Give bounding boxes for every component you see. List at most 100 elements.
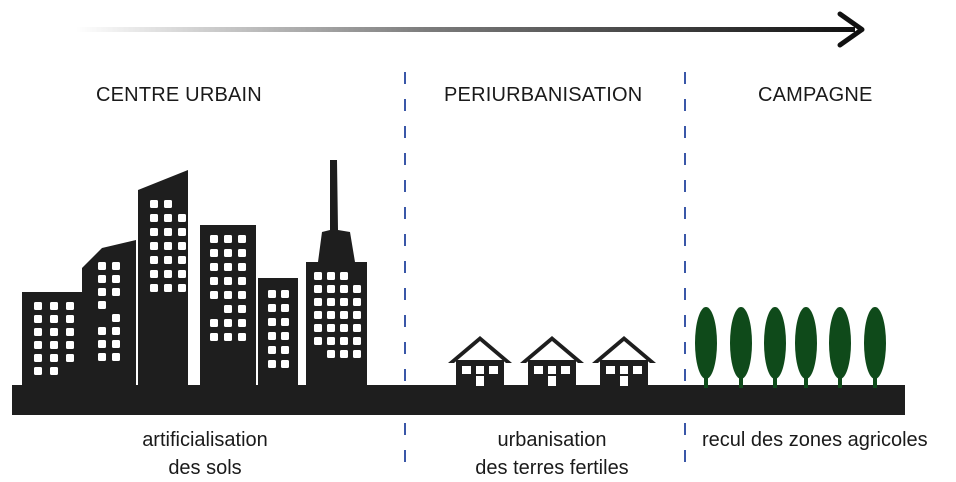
window [268,346,276,354]
window [268,290,276,298]
window [150,242,158,250]
window [314,285,322,293]
window [34,367,42,375]
window [98,353,106,361]
window [98,288,106,296]
window [281,304,289,312]
window [150,200,158,208]
window [178,228,186,236]
window [112,314,120,322]
window [353,324,361,332]
window [281,360,289,368]
tree-icon [795,307,817,388]
window [50,315,58,323]
window [281,318,289,326]
window [34,302,42,310]
window [327,272,335,280]
window [340,311,348,319]
window [66,302,74,310]
window [224,249,232,257]
window [224,235,232,243]
window [268,332,276,340]
window [210,333,218,341]
tree-icon [829,307,851,388]
window [224,263,232,271]
window [164,284,172,292]
window [98,327,106,335]
window [98,275,106,283]
window [327,311,335,319]
ground-strip [12,385,905,415]
window [327,350,335,358]
window [268,304,276,312]
window [164,214,172,222]
window [150,270,158,278]
window [238,333,246,341]
window [98,301,106,309]
window [224,305,232,313]
window [224,277,232,285]
window [112,288,120,296]
window [34,354,42,362]
window [66,341,74,349]
house-icon [448,336,512,387]
window [66,315,74,323]
window [238,305,246,313]
caption-periurbanisation-line2: des terres fertiles [475,457,629,479]
window [327,285,335,293]
heading-campagne: CAMPAGNE [758,84,873,106]
window [66,328,74,336]
heading-periurbanisation: PERIURBANISATION [444,84,643,106]
caption-centre-urbain-line2: des sols [168,457,242,479]
caption-centre-urbain: artificialisation des sols [130,426,280,482]
window [340,285,348,293]
houses-group [448,336,656,387]
window [50,302,58,310]
window [164,200,172,208]
caption-campagne: recul des zones agricoles [702,426,952,454]
trees-group [695,307,886,388]
window [340,337,348,345]
window [34,341,42,349]
window [340,350,348,358]
window [164,270,172,278]
window [178,214,186,222]
caption-centre-urbain-line1: artificialisation [142,429,268,451]
window [150,228,158,236]
window [327,337,335,345]
window [327,298,335,306]
window [210,277,218,285]
window [353,350,361,358]
window [164,228,172,236]
window [238,249,246,257]
window [112,353,120,361]
window [34,315,42,323]
window [112,262,120,270]
window [210,235,218,243]
caption-campagne-line1: recul des zones agricoles [702,429,928,451]
window [238,277,246,285]
tree-icon [730,307,752,388]
window [268,360,276,368]
city-windows [34,200,361,375]
window [224,319,232,327]
window [238,235,246,243]
window [50,328,58,336]
window [98,262,106,270]
tree-icon [864,307,886,388]
tree-icon [764,307,786,388]
house-icon [520,336,584,387]
window [210,249,218,257]
window [353,311,361,319]
window [50,354,58,362]
window [340,272,348,280]
window [178,270,186,278]
window [178,242,186,250]
window [353,337,361,345]
window [268,318,276,326]
window [164,242,172,250]
window [353,285,361,293]
window [66,354,74,362]
window [281,332,289,340]
progression-arrow-icon [75,11,865,48]
